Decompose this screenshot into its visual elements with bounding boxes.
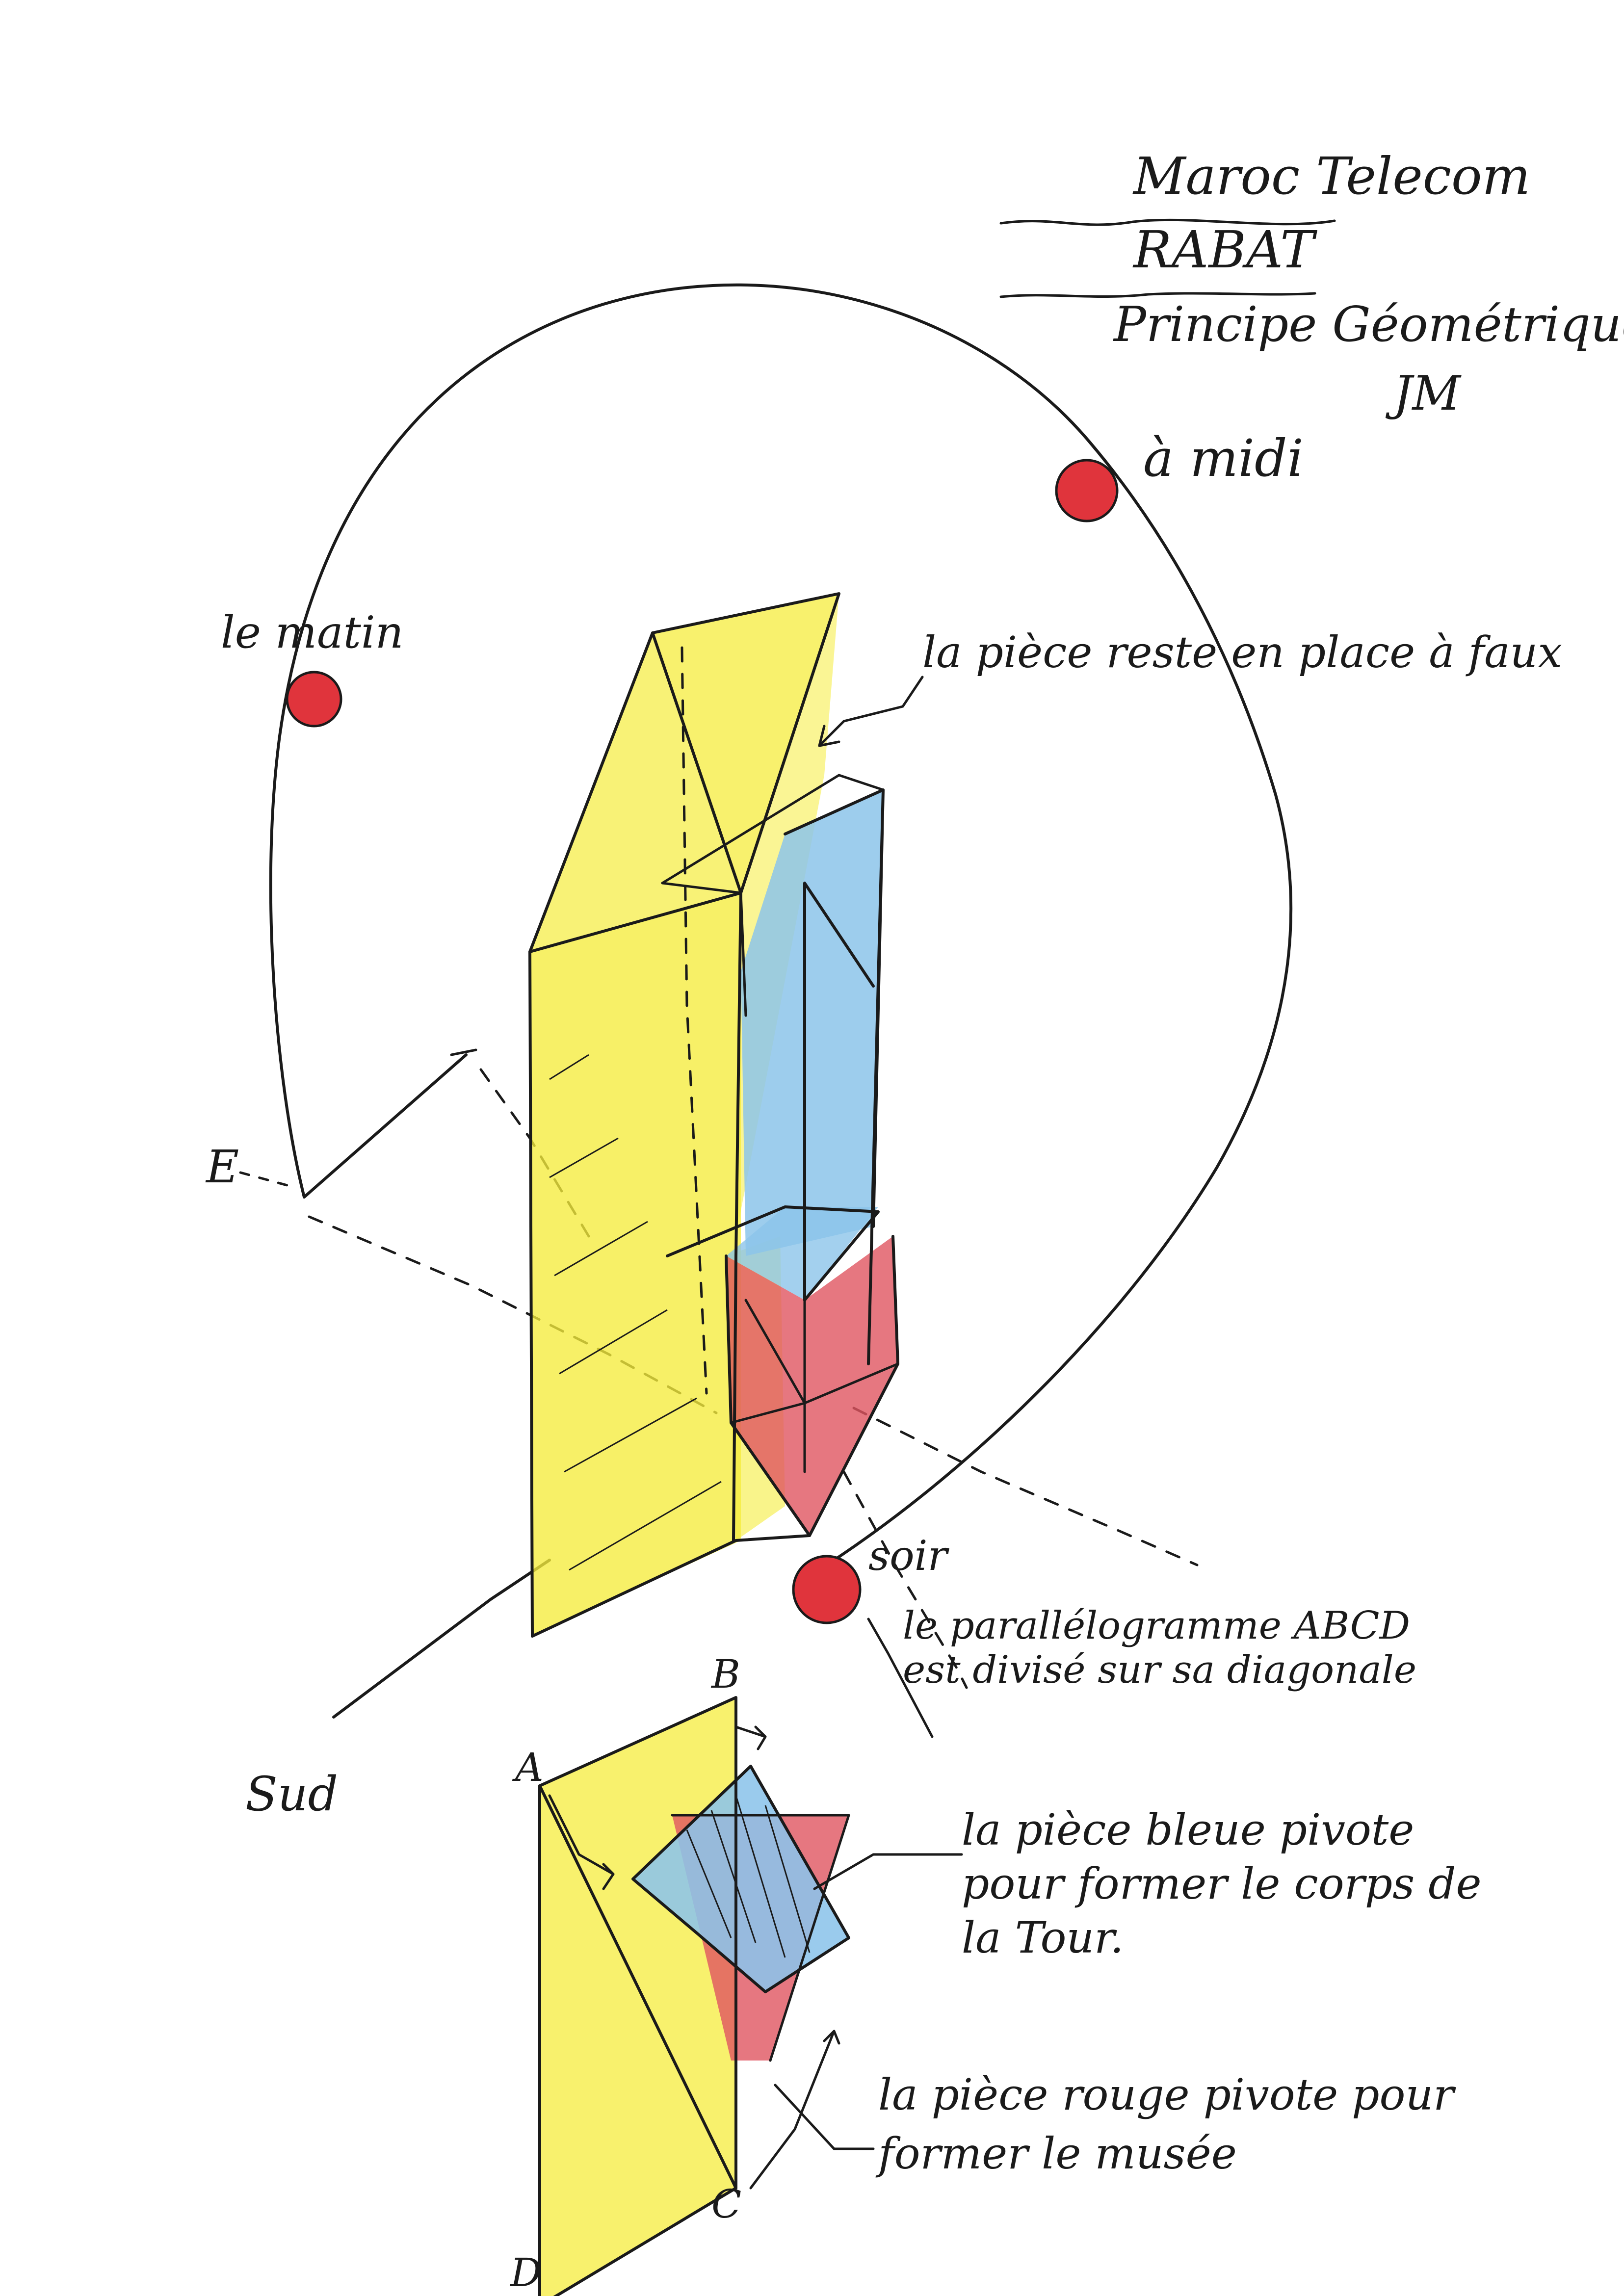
label-south: Sud xyxy=(245,1767,338,1822)
title-block: Maroc Telecom RABAT Principe Géométrique… xyxy=(999,146,1624,421)
blue-piece-outline xyxy=(784,788,885,1365)
vertex-b: B xyxy=(710,1651,740,1697)
annotation-yellow-piece: la pièce reste en place à faux xyxy=(922,627,1562,678)
subject-title: Principe Géométrique xyxy=(1113,297,1624,353)
title-underline-2 xyxy=(999,292,1316,298)
plan-blue-outline xyxy=(631,1765,850,1993)
vertex-c: C xyxy=(711,2181,741,2227)
tower-inner-diag2 xyxy=(661,882,747,1017)
parallelogram-plan xyxy=(538,1696,850,2296)
blue-piece-bottom-outline xyxy=(666,1205,880,1302)
plan-diagonal xyxy=(538,1784,737,2190)
annotation-red-2: former le musée xyxy=(875,2128,1237,2179)
signature: JM xyxy=(1385,366,1462,421)
project-title: Maroc Telecom xyxy=(1132,146,1530,206)
label-noon: à midi xyxy=(1143,428,1304,488)
blue-piece-lower xyxy=(726,1207,878,1300)
city-title: RABAT xyxy=(1132,220,1317,280)
blue-piece-face xyxy=(741,790,883,1256)
label-east: E xyxy=(205,1141,239,1193)
tower-outline-top-front xyxy=(528,891,742,953)
sun-noon-icon xyxy=(1055,459,1119,522)
axis-to-evening xyxy=(852,1407,1199,1566)
sun-positions xyxy=(286,459,1119,1624)
horizon-east-line xyxy=(303,1053,468,1199)
tower-volume xyxy=(528,592,899,1638)
vertex-d: D xyxy=(509,2250,542,2296)
yellow-hatch xyxy=(549,1054,722,1571)
annotation-blue-1: la pièce bleue pivote xyxy=(962,1804,1414,1855)
plan-red-outline xyxy=(671,1814,850,2062)
annotation-blue-2: pour former le corps de xyxy=(962,1858,1482,1909)
tower-outline-bottom xyxy=(531,1534,811,1638)
plan-arrow-up xyxy=(548,1794,615,1890)
sun-path-arc xyxy=(269,283,1293,1562)
label-evening: soir xyxy=(868,1532,950,1580)
red-piece-face xyxy=(726,1236,898,1536)
plan-arrow-blue xyxy=(734,1725,767,1750)
red-piece-outline xyxy=(725,1235,899,1537)
plan-arrow-red xyxy=(749,2030,840,2190)
annotation-parallelogram-1: le parallélogramme ABCD xyxy=(903,1604,1410,1648)
south-line xyxy=(332,1559,551,1719)
sun-evening-icon xyxy=(792,1555,862,1624)
tower-hidden-edge xyxy=(681,646,708,1395)
yellow-prism-front-face xyxy=(530,893,741,1636)
leader-yellow-arrow xyxy=(818,725,840,747)
leader-yellow-piece xyxy=(818,676,924,747)
leader-red-piece xyxy=(774,2084,875,2150)
label-morning: le matin xyxy=(221,607,404,658)
annotation-blue-3: la Tour. xyxy=(962,1912,1124,1963)
title-underline-1 xyxy=(999,218,1336,226)
tower-outline-front-right xyxy=(732,891,742,1542)
leader-blue-piece xyxy=(813,1853,963,1890)
axis-down xyxy=(842,1470,968,1689)
tower-outline-left xyxy=(528,950,534,1638)
annotation-red-1: la pièce rouge pivote pour xyxy=(878,2069,1456,2120)
vertex-a: A xyxy=(512,1745,544,1790)
tower-outline-ridge2 xyxy=(651,631,742,894)
plan-blue-piece xyxy=(633,1766,849,1992)
plan-blue-hatch xyxy=(686,1795,811,1958)
yellow-prism-top-face xyxy=(530,633,741,952)
north-tick xyxy=(450,1048,477,1056)
yellow-prism-back-face xyxy=(653,594,839,893)
east-marker-dash xyxy=(239,1171,296,1189)
tower-inner-diag xyxy=(661,774,885,885)
red-piece-inner xyxy=(730,1299,899,1473)
leader-parallelogram xyxy=(867,1618,934,1738)
sun-morning-icon xyxy=(286,671,342,728)
annotation-parallelogram-2: est divisé sur sa diagonale xyxy=(903,1648,1416,1692)
tower-outline-ridge xyxy=(528,592,840,953)
